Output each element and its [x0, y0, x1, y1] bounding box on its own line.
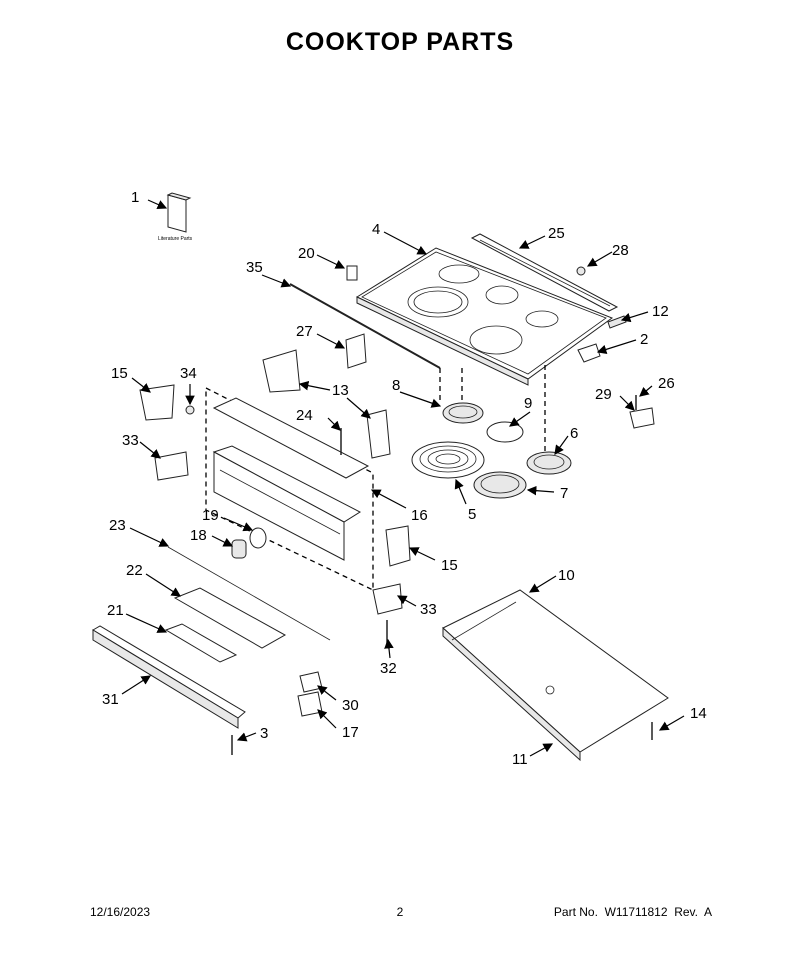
surface-element-small: [442, 402, 484, 424]
element-cover: [486, 421, 524, 443]
callout-14: 14: [690, 705, 707, 722]
callout-32: 32: [380, 660, 397, 677]
end-bracket-left: [139, 384, 175, 421]
surface-element-dual: [473, 471, 527, 499]
surface-element-large: [411, 441, 485, 479]
front-trim-face: [92, 629, 239, 729]
callout-2: 2: [640, 331, 648, 348]
control-panel-glass: [212, 397, 370, 479]
callout-11: 11: [512, 751, 528, 768]
callout-21: 21: [107, 602, 124, 619]
callout-24: 24: [296, 407, 313, 424]
callout-3: 3: [260, 725, 268, 742]
callout-13: 13: [332, 382, 349, 399]
callout-6: 6: [570, 425, 578, 442]
rod: [289, 283, 441, 369]
control-board: [173, 587, 287, 649]
switch-30: [299, 671, 323, 693]
callout-33-left: 33: [122, 432, 139, 449]
hinge-bracket-left: [154, 451, 189, 481]
knob: [231, 539, 247, 559]
callout-5: 5: [468, 506, 476, 523]
callout-12: 12: [652, 303, 669, 320]
surface-element-medium: [526, 451, 572, 475]
board-cover: [164, 623, 238, 663]
screw: [185, 405, 195, 415]
bracket-29: [629, 407, 655, 429]
literature-parts: Literature Parts: [158, 192, 193, 242]
end-bracket-right: [385, 525, 411, 567]
callout-15-left: 15: [111, 365, 128, 382]
cooktop-glass: [355, 247, 614, 386]
callout-16: 16: [411, 507, 428, 524]
hinge-bracket-right: [372, 583, 403, 615]
callout-35: 35: [246, 259, 263, 276]
side-bracket: [262, 349, 301, 393]
footer-page-number: 2: [396, 905, 404, 919]
callout-20: 20: [298, 245, 315, 262]
wire-harness: [167, 546, 331, 641]
callout-30: 30: [342, 697, 359, 714]
mount-bracket: [345, 333, 367, 369]
base-pan: [442, 589, 669, 762]
callout-31: 31: [102, 691, 119, 708]
rear-trim: [470, 233, 619, 312]
callout-10: 10: [558, 567, 575, 584]
callout-23: 23: [109, 517, 126, 534]
nut: [576, 266, 586, 276]
callout-27: 27: [296, 323, 313, 340]
control-panel-housing: [213, 451, 345, 561]
callout-29: 29: [595, 386, 612, 403]
footer-part-info: Part No. W11711812 Rev. A: [553, 905, 712, 919]
callout-33-right: 33: [420, 601, 437, 618]
literature-label: Literature Parts: [158, 236, 193, 242]
callout-18: 18: [190, 527, 207, 544]
callout-arrows: [121, 199, 685, 757]
callout-22: 22: [126, 562, 143, 579]
callout-17: 17: [342, 724, 359, 741]
bracket: [577, 343, 601, 363]
callout-8: 8: [392, 377, 400, 394]
callout-34: 34: [180, 365, 197, 382]
callout-26: 26: [658, 375, 675, 392]
side-bracket-right: [366, 409, 391, 459]
callout-9: 9: [524, 395, 532, 412]
callout-25: 25: [548, 225, 565, 242]
footer-date: 12/16/2023: [90, 905, 151, 919]
callout-1: 1: [131, 189, 139, 206]
callout-28: 28: [612, 242, 629, 259]
callout-7: 7: [560, 485, 568, 502]
page-title: COOKTOP PARTS: [285, 28, 515, 56]
callout-4: 4: [372, 221, 380, 238]
knob-ring: [249, 527, 267, 549]
callout-numbers: 1 2 3 4 5 6 7 8 9 10 11 12 13 14 15 15 1…: [102, 189, 707, 768]
callout-19: 19: [202, 507, 219, 524]
switch-17: [297, 691, 323, 717]
label-plate: [346, 265, 358, 281]
callout-15-right: 15: [441, 557, 458, 574]
